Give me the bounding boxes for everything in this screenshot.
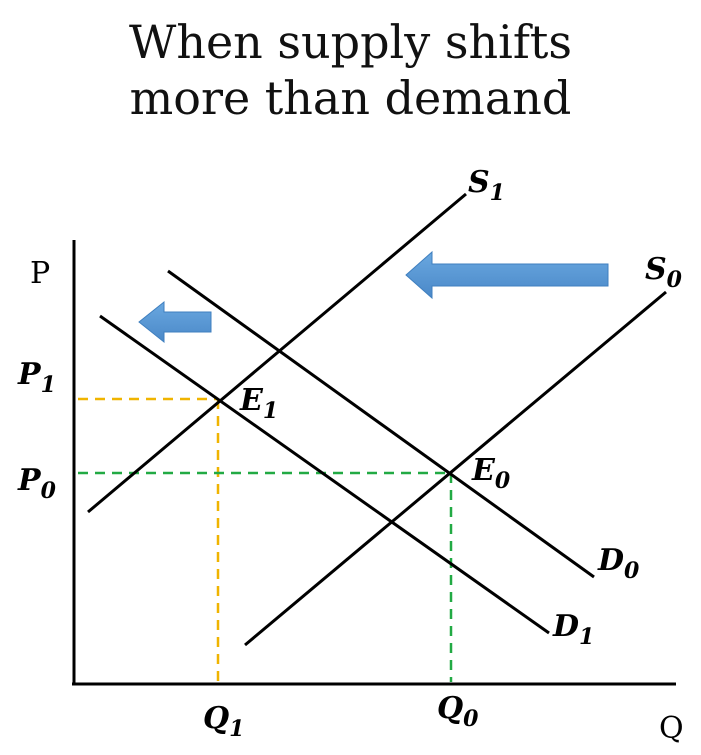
label-s0: S0 [645, 252, 683, 293]
label-q1: Q1 [203, 701, 244, 742]
label-p0: P0 [17, 463, 57, 504]
label-e0: E0 [471, 453, 511, 494]
guide-lines-e1 [78, 397, 220, 682]
supply-curve-s1 [87, 192, 467, 514]
demand-shift-arrow [138, 300, 212, 344]
x-axis-label: Q [659, 711, 684, 746]
label-p1: P1 [17, 357, 56, 398]
guide-lines-e0 [78, 471, 453, 682]
supply-curve-s0 [244, 290, 667, 647]
diagram-title: When supply shifts more than demand [0, 14, 701, 126]
demand-curve-d1 [99, 314, 550, 635]
label-q0: Q0 [437, 691, 479, 732]
supply-shift-arrow [405, 250, 609, 300]
title-line-1: When supply shifts [129, 15, 572, 69]
demand-curve-d0 [167, 269, 595, 579]
y-axis-label: P [30, 256, 50, 291]
title-line-2: more than demand [129, 71, 572, 125]
label-s1: S1 [468, 165, 505, 206]
label-e1: E1 [239, 383, 278, 424]
label-d1: D1 [552, 609, 594, 650]
label-d0: D0 [597, 543, 640, 584]
